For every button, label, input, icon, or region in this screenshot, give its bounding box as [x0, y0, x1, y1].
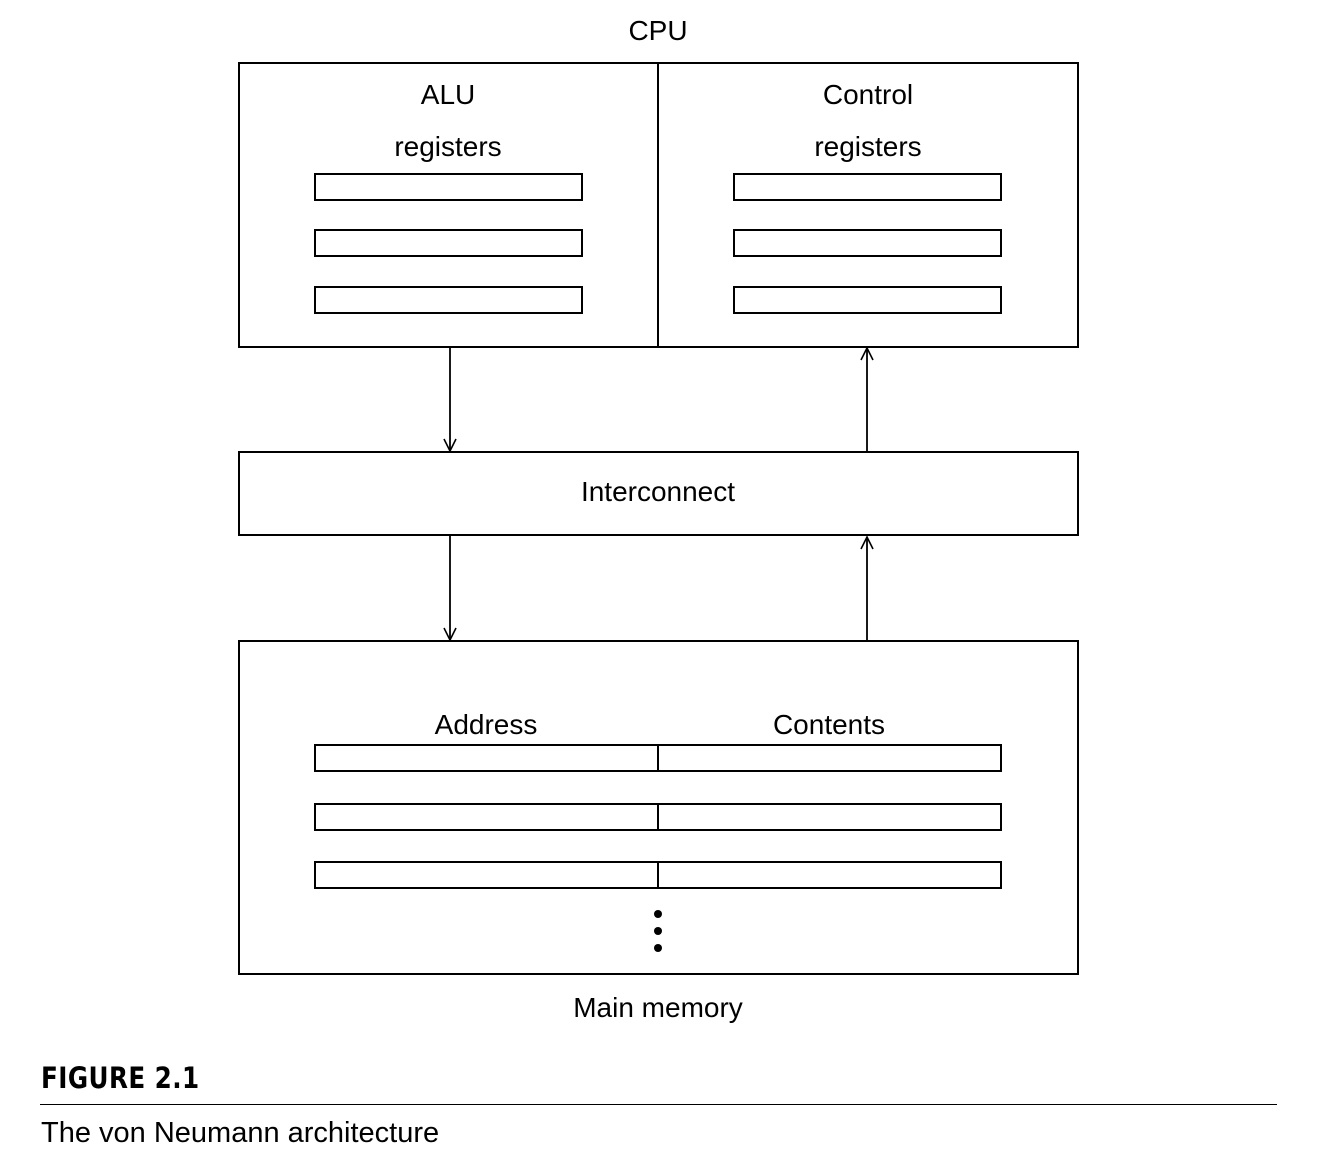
memory-address-cell	[314, 803, 659, 831]
memory-contents-cell	[657, 861, 1002, 889]
figure-caption: The von Neumann architecture	[41, 1117, 440, 1149]
control-section: Control registers	[733, 79, 1002, 314]
alu-section: ALU registers	[314, 79, 583, 314]
control-register	[733, 229, 1002, 257]
memory-row	[314, 861, 1002, 889]
alu-title: ALU	[421, 79, 475, 110]
contents-header: Contents	[773, 709, 885, 740]
memory-box	[238, 640, 1079, 975]
alu-registers-label: registers	[394, 131, 501, 162]
alu-register	[314, 229, 583, 257]
interconnect-label: Interconnect	[581, 476, 735, 507]
main-memory-block: Address Contents Main memory	[238, 640, 1079, 1023]
von-neumann-diagram: CPU ALU registers Control registers Inte…	[238, 15, 1079, 1023]
memory-address-cell	[314, 744, 659, 772]
control-registers-label: registers	[814, 131, 921, 162]
main-memory-label: Main memory	[573, 992, 743, 1023]
figure-number: FIGURE 2.1	[41, 1061, 200, 1095]
memory-contents-cell	[657, 803, 1002, 831]
alu-register	[314, 173, 583, 201]
control-register	[733, 173, 1002, 201]
interconnect-box	[238, 451, 1079, 536]
cpu-label: CPU	[628, 15, 687, 46]
interconnect-block: Interconnect	[238, 451, 1079, 536]
cpu-block: CPU ALU registers Control registers	[238, 15, 1079, 348]
memory-row	[314, 803, 1002, 831]
control-title: Control	[823, 79, 913, 110]
alu-register	[314, 286, 583, 314]
address-header: Address	[435, 709, 538, 740]
figure-divider	[40, 1104, 1277, 1105]
memory-address-cell	[314, 861, 659, 889]
memory-contents-cell	[657, 744, 1002, 772]
control-register	[733, 286, 1002, 314]
vertical-ellipsis-icon	[654, 910, 662, 952]
memory-row	[314, 744, 1002, 772]
